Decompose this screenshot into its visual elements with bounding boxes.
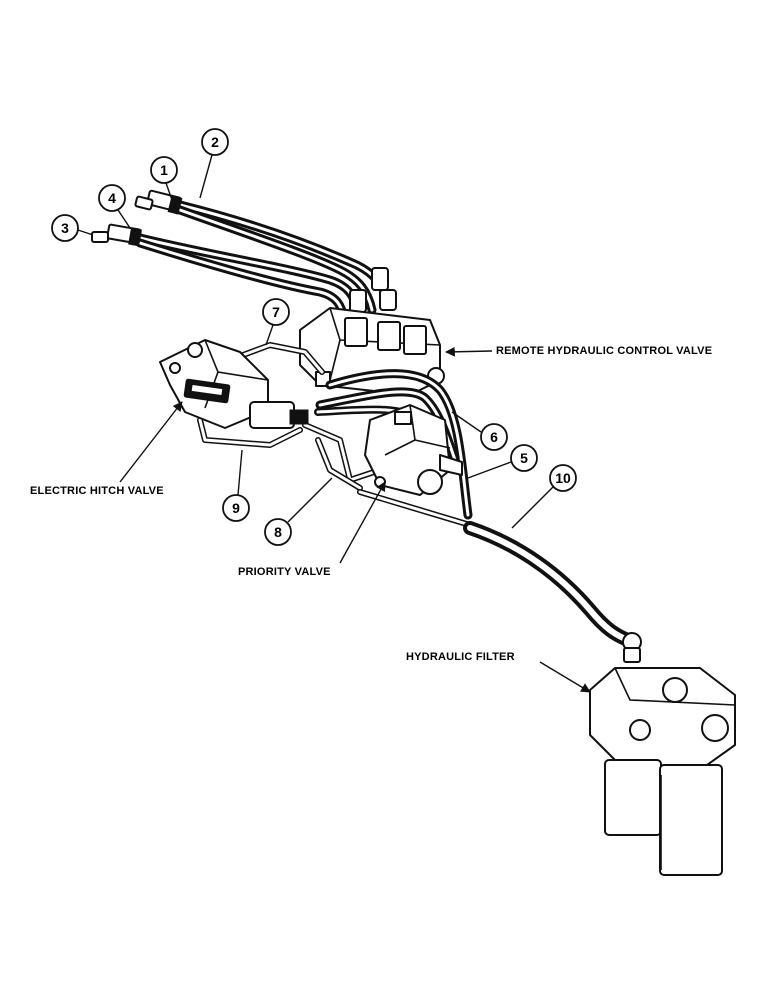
- label-hitch-valve: ELECTRIC HITCH VALVE: [30, 401, 183, 497]
- callout-9: 9: [222, 449, 250, 522]
- label-filter: HYDRAULIC FILTER: [406, 651, 591, 693]
- electric-hitch-valve: [159, 339, 309, 429]
- callout-number: 10: [555, 470, 571, 486]
- label-priority-valve: PRIORITY VALVE: [238, 481, 386, 578]
- callout-2: 2: [199, 128, 229, 199]
- filter-hose: [463, 521, 642, 663]
- priority-valve-label: PRIORITY VALVE: [238, 566, 331, 578]
- callout-8: 8: [264, 477, 333, 546]
- steel-tubes: [197, 342, 473, 528]
- callout-5: 5: [467, 444, 538, 479]
- priority-valve: [364, 404, 463, 496]
- callout-3: 3: [51, 214, 94, 242]
- callout-number: 1: [160, 162, 168, 178]
- callout-6: 6: [451, 411, 508, 451]
- callout-4: 4: [98, 184, 131, 229]
- upper-hose-bundle: [91, 189, 397, 325]
- remote-valve-label: REMOTE HYDRAULIC CONTROL VALVE: [496, 345, 712, 357]
- callout-7: 7: [262, 298, 290, 346]
- callout-number: 6: [490, 429, 498, 445]
- callout-number: 5: [520, 450, 528, 466]
- label-remote-valve: REMOTE HYDRAULIC CONTROL VALVE: [445, 345, 712, 357]
- hydraulic-filter: [589, 667, 736, 876]
- callout-1: 1: [150, 156, 178, 201]
- callout-number: 7: [272, 304, 280, 320]
- filter-label: HYDRAULIC FILTER: [406, 651, 515, 663]
- callout-number: 9: [232, 500, 240, 516]
- callout-number: 8: [274, 524, 282, 540]
- callout-number: 3: [61, 220, 69, 236]
- callout-number: 2: [211, 134, 219, 150]
- hitch-valve-label: ELECTRIC HITCH VALVE: [30, 485, 164, 497]
- callout-10: 10: [511, 464, 577, 529]
- callout-number: 4: [108, 190, 116, 206]
